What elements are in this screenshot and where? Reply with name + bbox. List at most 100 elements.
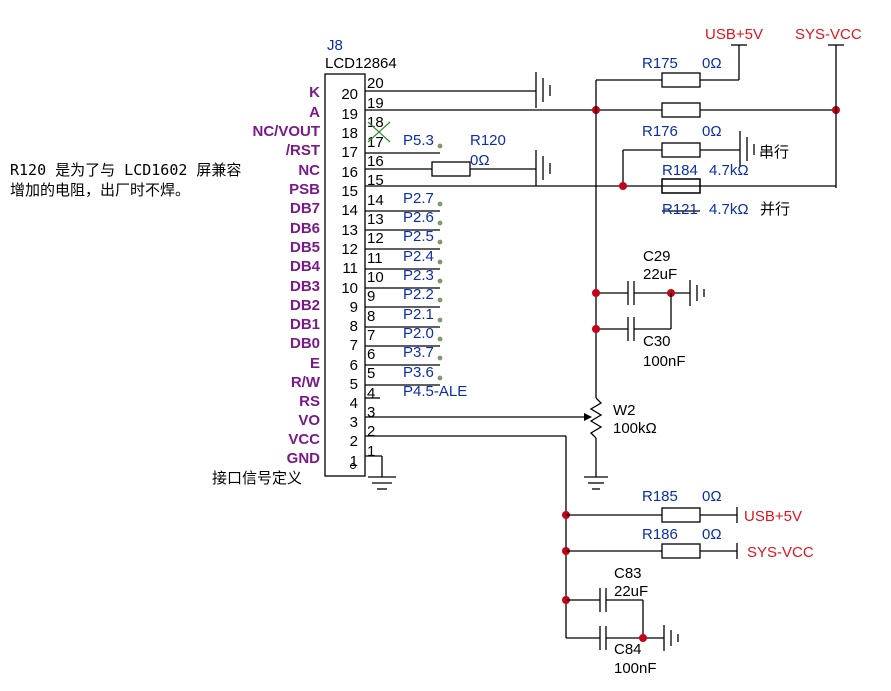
c83-val: 22uF bbox=[614, 583, 648, 600]
pin-num-inner-12: 12 bbox=[341, 241, 358, 258]
w2-val: 100kΩ bbox=[613, 420, 657, 437]
pin-num-outer-3: 3 bbox=[367, 404, 375, 421]
r185-val: 0Ω bbox=[702, 488, 722, 505]
net-label-p36: P3.6 bbox=[403, 364, 434, 381]
pin-num-outer-5: 5 bbox=[367, 365, 375, 382]
r176-body bbox=[661, 142, 701, 158]
net-label-p27: P2.7 bbox=[403, 190, 434, 207]
net-label-p37: P3.7 bbox=[403, 344, 434, 361]
pin19-net bbox=[365, 102, 840, 118]
pin-name-5: R/W bbox=[291, 374, 321, 391]
pin-num-outer-13: 13 bbox=[367, 211, 384, 228]
pin-name-16: NC bbox=[298, 162, 320, 179]
net-label-p22: P2.2 bbox=[403, 286, 434, 303]
pin-name-8: DB1 bbox=[290, 316, 320, 333]
pin-num-outer-19: 19 bbox=[367, 95, 384, 112]
r-upper-body bbox=[661, 102, 701, 118]
usb5v-top-label: USB+5V bbox=[705, 26, 763, 43]
net-label-p24: P2.4 bbox=[403, 248, 434, 265]
r184-val: 4.7kΩ bbox=[709, 162, 749, 179]
r186-val: 0Ω bbox=[702, 526, 722, 543]
w2-ref: W2 bbox=[613, 402, 636, 419]
r176-net bbox=[622, 131, 755, 186]
pin-numbers-outer: 20 19 18 17 16 15 14 13 12 11 10 9 8 7 6… bbox=[367, 75, 384, 460]
c29-val: 22uF bbox=[643, 266, 677, 283]
r176-ref: R176 bbox=[642, 123, 678, 140]
c83-c84-net bbox=[566, 588, 679, 651]
connector-caption: 接口信号定义 bbox=[212, 469, 302, 487]
note-line-1: R120 是为了与 LCD1602 屏兼容 bbox=[10, 161, 241, 179]
pin-numbers-inner: 20 19 18 17 16 15 14 13 12 11 10 9 8 7 6… bbox=[341, 86, 358, 470]
net-labels: P5.3 P2.7 P2.6 P2.5 P2.4 P2.3 P2.2 P2.1 … bbox=[403, 132, 467, 400]
pin-num-outer-10: 10 bbox=[367, 269, 384, 286]
pin-name-13: DB6 bbox=[290, 220, 320, 237]
pin-name-1: GND bbox=[287, 450, 321, 467]
pin1-marker bbox=[350, 463, 356, 469]
r120-body bbox=[431, 161, 471, 177]
gnd-net bbox=[365, 455, 396, 490]
pin-num-inner-11: 11 bbox=[342, 260, 358, 277]
pin-name-6: E bbox=[310, 355, 320, 372]
r120-val: 0Ω bbox=[470, 152, 490, 169]
r186-body bbox=[661, 543, 701, 559]
r120-net bbox=[365, 150, 551, 186]
pin-name-17: /RST bbox=[286, 142, 320, 159]
pin-name-11: DB4 bbox=[290, 258, 321, 275]
pin-num-inner-4: 4 bbox=[350, 395, 358, 412]
net-label-p20: P2.0 bbox=[403, 325, 434, 342]
pin-num-outer-9: 9 bbox=[367, 288, 375, 305]
pin-name-14: DB7 bbox=[290, 200, 320, 217]
sysvcc-top-label: SYS-VCC bbox=[795, 26, 862, 43]
pin-num-inner-3: 3 bbox=[350, 414, 358, 431]
pin-name-20: K bbox=[309, 84, 320, 101]
r175-net bbox=[596, 44, 844, 188]
pin-num-outer-14: 14 bbox=[367, 192, 384, 209]
r175-body bbox=[661, 72, 701, 88]
pin-name-18: NC/VOUT bbox=[253, 123, 321, 140]
pin-num-inner-10: 10 bbox=[341, 280, 358, 297]
r185-body bbox=[661, 507, 701, 523]
pin-name-12: DB5 bbox=[290, 239, 320, 256]
note-line-2: 增加的电阻，出厂时不焊。 bbox=[10, 181, 190, 199]
net-label-p21: P2.1 bbox=[403, 306, 434, 323]
pin-num-outer-11: 11 bbox=[367, 250, 383, 267]
pin-name-19: A bbox=[309, 104, 320, 121]
pin-num-inner-14: 14 bbox=[341, 202, 358, 219]
no-connect-mark bbox=[367, 121, 391, 143]
connector-body bbox=[324, 73, 366, 477]
pin-num-outer-1: 1 bbox=[367, 443, 375, 460]
net-label-p25: P2.5 bbox=[403, 228, 434, 245]
pin-num-outer-2: 2 bbox=[367, 423, 375, 440]
connector-part: LCD12864 bbox=[325, 55, 397, 72]
usb5v-bottom-label: USB+5V bbox=[744, 508, 802, 525]
pin-num-inner-17: 17 bbox=[341, 144, 358, 161]
w2-pot bbox=[365, 397, 608, 490]
r175-val: 0Ω bbox=[702, 55, 722, 72]
pin-num-inner-15: 15 bbox=[341, 183, 358, 200]
connector-ref: J8 bbox=[327, 37, 343, 54]
pin-num-inner-18: 18 bbox=[341, 125, 358, 142]
r185-r186-net bbox=[566, 507, 738, 559]
c83-ref: C83 bbox=[614, 565, 642, 582]
pin-num-outer-17: 17 bbox=[367, 134, 384, 151]
net-label-p26: P2.6 bbox=[403, 209, 434, 226]
pin-name-4: RS bbox=[299, 393, 320, 410]
r121-ref: R121 bbox=[662, 201, 698, 218]
pin-num-inner-9: 9 bbox=[350, 299, 358, 316]
pin-name-9: DB2 bbox=[290, 297, 320, 314]
pin-num-outer-18: 18 bbox=[367, 114, 384, 131]
serial-label: 串行 bbox=[759, 144, 789, 161]
net-label-p53: P5.3 bbox=[403, 132, 434, 149]
pin-num-inner-19: 19 bbox=[341, 106, 358, 123]
vcc-net bbox=[365, 435, 570, 638]
net-stubs bbox=[365, 143, 443, 399]
pin-num-outer-20: 20 bbox=[367, 75, 384, 92]
pin-num-inner-8: 8 bbox=[350, 318, 358, 335]
pin-names: K A NC/VOUT /RST NC PSB DB7 DB6 DB5 DB4 … bbox=[253, 84, 321, 467]
pin-num-outer-6: 6 bbox=[367, 346, 375, 363]
pin-name-10: DB3 bbox=[290, 278, 320, 295]
pin-num-outer-4: 4 bbox=[367, 385, 375, 402]
pin-num-outer-8: 8 bbox=[367, 308, 375, 325]
pin-num-inner-20: 20 bbox=[341, 86, 358, 103]
